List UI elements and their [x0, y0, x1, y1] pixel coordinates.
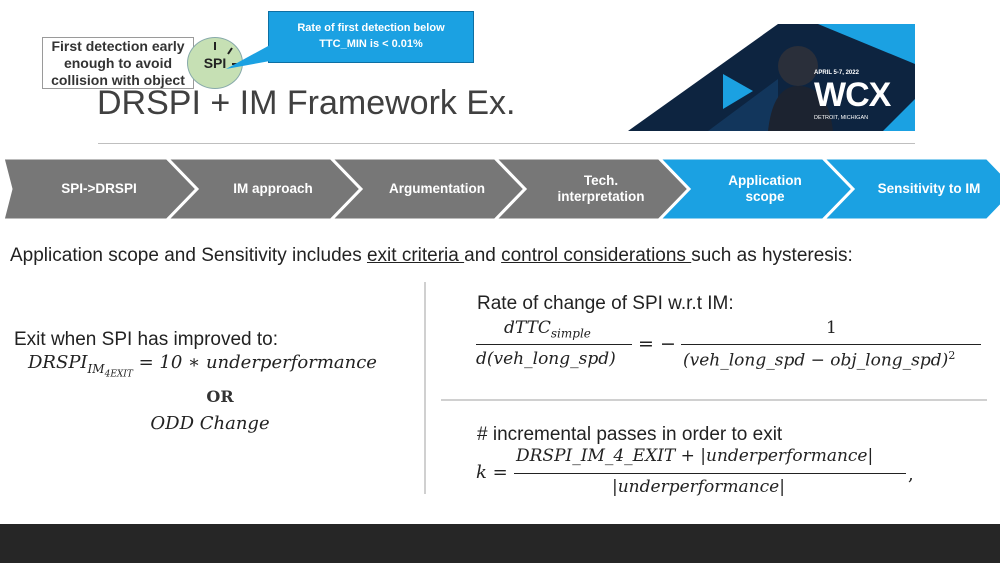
chevron-label-line: Application [728, 173, 802, 188]
banner-graphic [628, 24, 915, 131]
process-chevrons: SPI->DRSPI IM approach Argumentation Tech.i… [1, 156, 1000, 222]
eq-rhs: = 10 ∗ underperformance [132, 352, 377, 373]
chevron-label-line: scope [745, 189, 785, 204]
banner-date: APRIL 5-7, 2022 [814, 70, 859, 76]
chevron-label-line: Sensitivity to IM [877, 181, 981, 196]
passes-num: DRSPI_IM_4_EXIT + |underperformance| [516, 446, 874, 466]
eq-subsub: 4 [104, 368, 111, 379]
passes-trail: , [908, 464, 914, 485]
chevron-label: Argumentation [361, 158, 513, 220]
horizontal-divider [441, 399, 987, 401]
rate-den-right-text: (veh_long_spd − obj_long_spd) [683, 350, 949, 371]
chevron-label: Sensitivity to IM [853, 158, 1000, 220]
eq-sub: IM [87, 361, 105, 376]
chevron-label-line: SPI->DRSPI [61, 181, 137, 196]
fraction-bar [476, 344, 632, 345]
chevron-shapes [1, 156, 1000, 222]
chevron-label-line: Tech. [583, 173, 619, 188]
fraction-bar [514, 473, 906, 474]
rate-equals: = − [638, 333, 676, 355]
callout-line: collision with object [51, 72, 185, 88]
rate-num-left-text: dTTC [504, 318, 551, 338]
chevron-label: IM approach [197, 158, 349, 220]
callout-line: First detection early [51, 38, 185, 54]
rate-equation: dTTCsimple d(veh_long_spd) = − 1 (veh_lo… [476, 315, 996, 375]
fraction-bar [681, 344, 981, 345]
chevron-label-line: interpretation [557, 189, 645, 204]
rate-label: Rate of change of SPI w.r.t IM: [477, 293, 734, 314]
wcx-banner: APRIL 5-7, 2022 WCX DETROIT, MICHIGAN [628, 24, 915, 131]
callout-line: TTC_MIN is < 0.01% [319, 38, 423, 50]
callout-line: Rate of first detection below [297, 22, 445, 34]
callout-pointer [226, 45, 270, 69]
page-title: DRSPI + IM Framework Ex. [97, 84, 516, 122]
title-divider [98, 143, 915, 144]
exit-label: Exit when SPI has improved to: [14, 329, 279, 350]
rate-den-right: (veh_long_spd − obj_long_spd)2 [683, 349, 955, 371]
intro-text: and [464, 245, 502, 266]
rate-num-right: 1 [826, 318, 837, 338]
exit-criteria-link: exit criteria [366, 245, 465, 266]
rate-den-right-exp: 2 [948, 349, 956, 362]
exit-equation: DRSPIIM4EXIT = 10 ∗ underperformance [28, 352, 377, 379]
callout-line: enough to avoid [63, 55, 173, 71]
chevron-label: Tech.interpretation [525, 158, 677, 220]
chevron-label: SPI->DRSPI [13, 158, 185, 220]
or-label: OR [206, 387, 234, 406]
gauge-label: SPI [203, 55, 227, 71]
intro-text: such as hysteresis: [691, 245, 853, 266]
eq-sub2: EXIT [110, 368, 133, 379]
control-considerations-link: control considerations [501, 245, 692, 266]
passes-den: |underperformance| [612, 477, 785, 497]
callout-first-detection: First detection early enough to avoid co… [42, 37, 194, 89]
footer-bar [0, 524, 1000, 563]
rate-den-left: d(veh_long_spd) [476, 349, 616, 369]
intro-sentence: Application scope and Sensitivity includ… [10, 245, 853, 267]
wcx-logo: WCX [814, 76, 891, 114]
intro-text: Application scope and Sensitivity includ… [10, 245, 367, 266]
odd-change: ODD Change [150, 413, 270, 434]
banner-location: DETROIT, MICHIGAN [814, 115, 869, 121]
eq-lhs: DRSPI [28, 352, 88, 373]
vertical-divider [424, 282, 426, 494]
rate-num-left: dTTCsimple [504, 318, 591, 340]
passes-k: k = [476, 462, 508, 483]
passes-equation: k = DRSPI_IM_4_EXIT + |underperformance|… [476, 444, 936, 504]
callout-rate: Rate of first detection below TTC_MIN is… [268, 11, 474, 63]
rate-num-left-sub: simple [550, 326, 591, 341]
chevron-label-line: Argumentation [389, 181, 485, 196]
passes-label: # incremental passes in order to exit [477, 424, 783, 445]
chevron-label-line: IM approach [233, 181, 313, 196]
